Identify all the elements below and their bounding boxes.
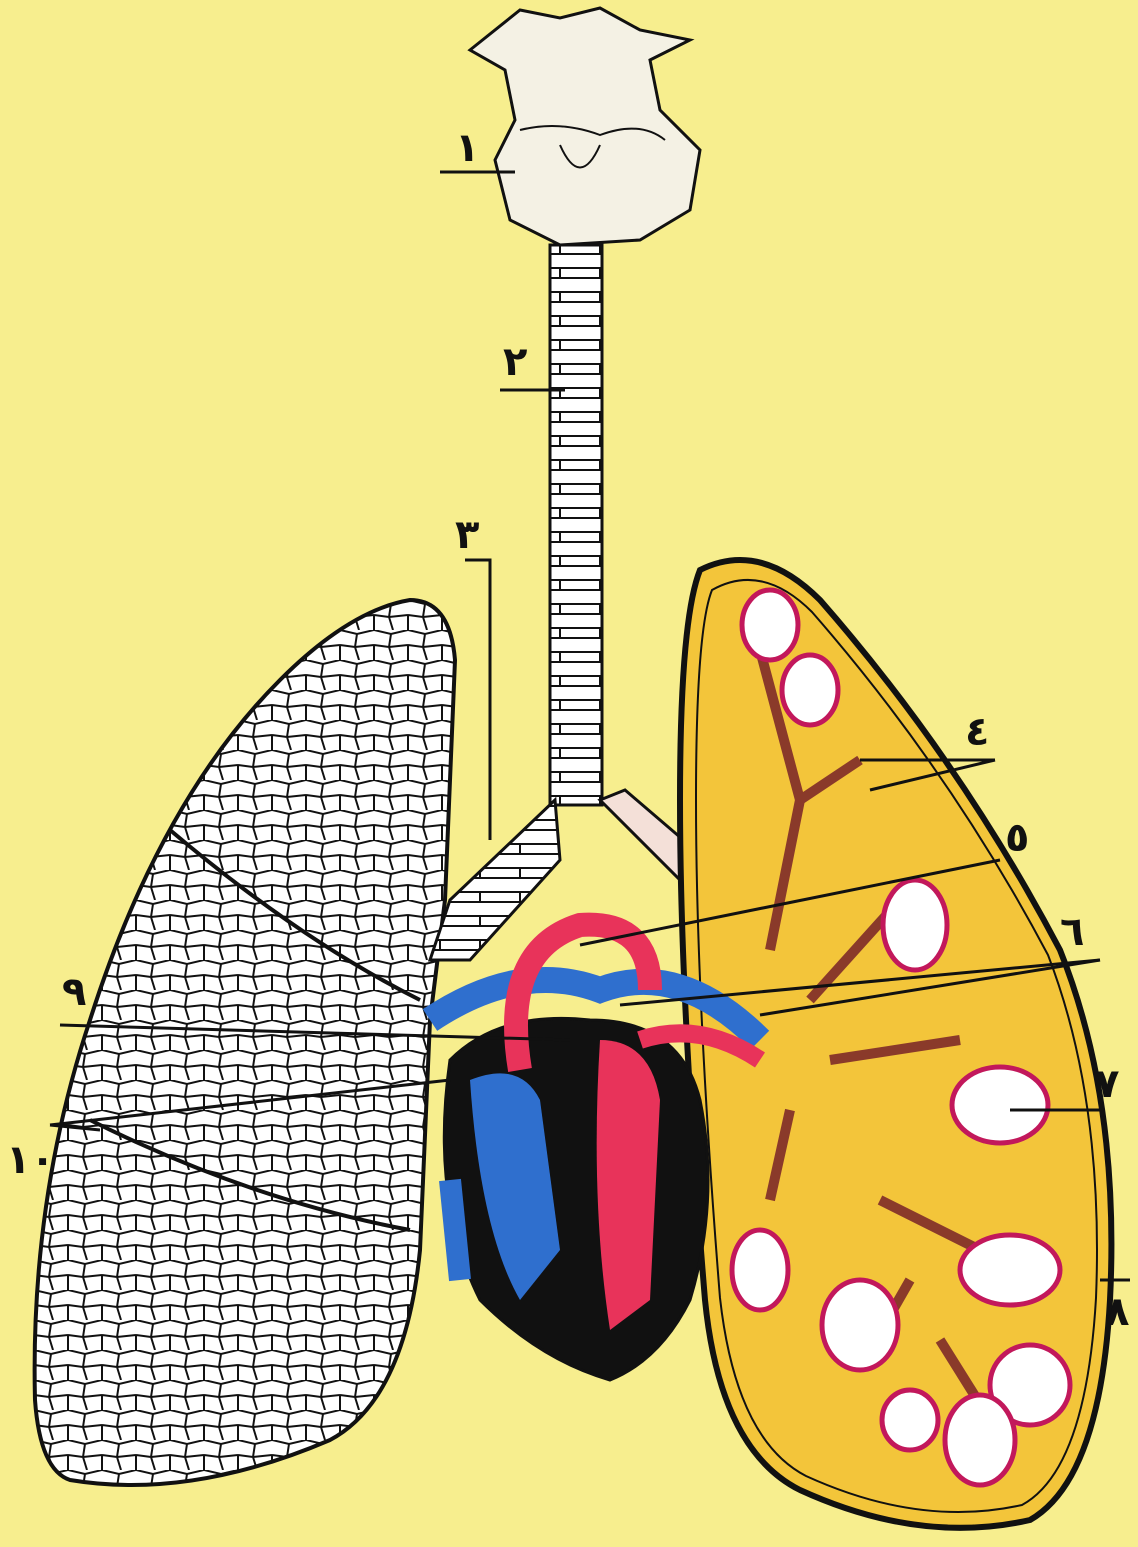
- label-8: ٨: [1105, 1292, 1129, 1332]
- label-5: ٥: [1005, 818, 1029, 858]
- label-10: ١٠: [6, 1140, 55, 1180]
- trachea: [550, 245, 602, 805]
- lung-surface: [35, 600, 455, 1485]
- label-7: ٧: [1095, 1064, 1119, 1104]
- label-1: ١: [455, 128, 479, 168]
- label-2: ٢: [503, 342, 527, 382]
- label-6: ٦: [1060, 912, 1084, 952]
- label-4: ٤: [965, 712, 989, 752]
- larynx: [470, 8, 700, 245]
- label-3: ٣: [455, 515, 479, 555]
- label-9: ٩: [62, 972, 86, 1012]
